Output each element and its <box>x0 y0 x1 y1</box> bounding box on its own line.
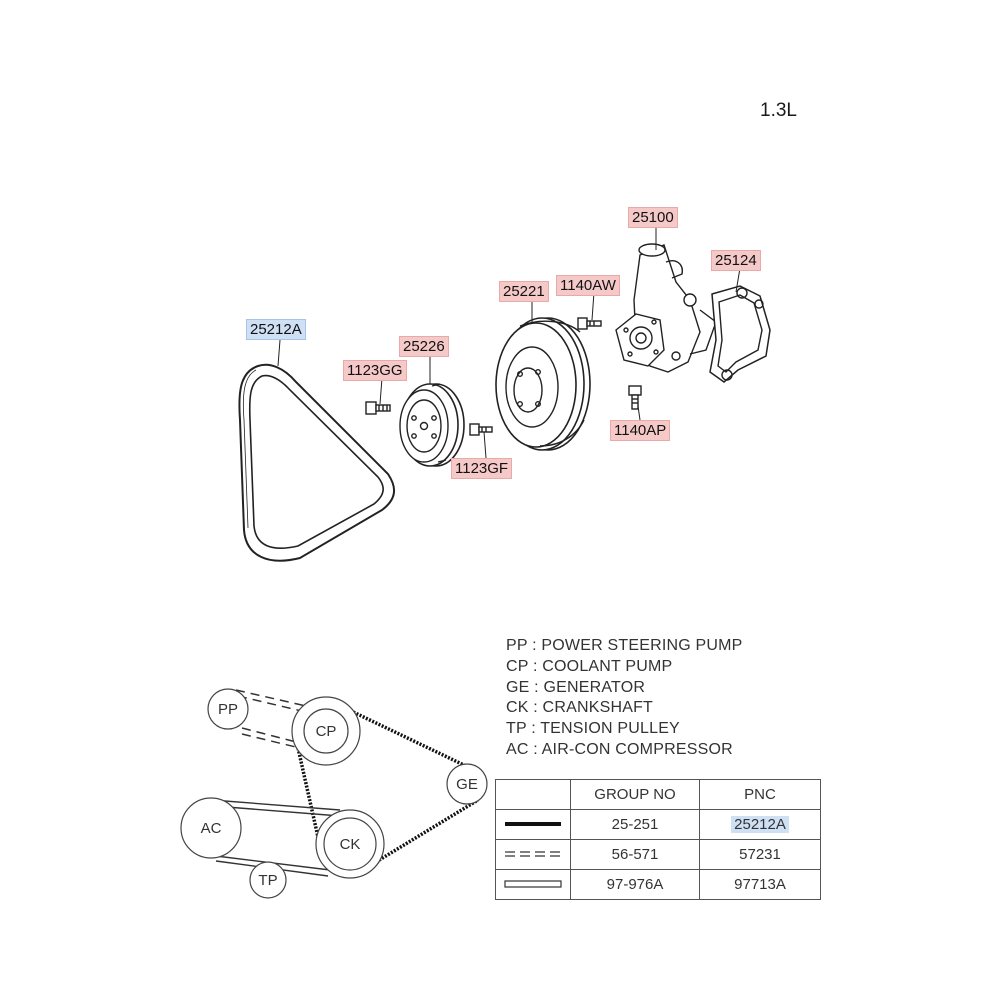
legend-item-cp: CP : COOLANT PUMP <box>506 657 673 675</box>
pp-label: PP <box>218 701 238 718</box>
solid-line-icon <box>505 822 561 826</box>
callout-1123gg[interactable]: 1123GG <box>343 360 407 381</box>
callout-25212a[interactable]: 25212A <box>246 319 306 340</box>
solid-belt-symbol <box>495 809 571 840</box>
table-cell-pnc: 97713A <box>699 869 821 900</box>
ac-label: AC <box>201 820 222 837</box>
tp-label: TP <box>258 872 277 889</box>
table-row: 56-571 57231 <box>495 839 821 870</box>
table-row: 97-976A 97713A <box>495 869 821 900</box>
cp-label: CP <box>316 723 337 740</box>
pp-pulley <box>207 688 249 730</box>
large-pulley-drawing <box>495 317 591 451</box>
table-header-symbol <box>495 779 571 810</box>
gasket-drawing <box>709 285 771 383</box>
table-cell-group: 25-251 <box>570 809 700 840</box>
callout-1140ap[interactable]: 1140AP <box>610 420 671 441</box>
small-pulley-drawing <box>399 383 465 467</box>
water-pump-drawing <box>615 243 728 373</box>
callout-25124[interactable]: 25124 <box>711 250 761 271</box>
table-header-pnc: PNC <box>699 779 821 810</box>
table-cell-group: 56-571 <box>570 839 700 870</box>
ge-label: GE <box>456 776 478 793</box>
belt-pnc-table: GROUP NO PNC 25-251 25212A 56-571 57231 … <box>495 779 821 900</box>
table-cell-pnc-link[interactable]: 25212A <box>731 816 789 833</box>
table-header-row: GROUP NO PNC <box>495 779 821 810</box>
callout-25226[interactable]: 25226 <box>399 336 449 357</box>
ck-pulley-inner <box>323 817 377 871</box>
legend-item-ck: CK : CRANKSHAFT <box>506 699 654 717</box>
callout-1140aw[interactable]: 1140AW <box>556 275 620 296</box>
belt-routing-schematic: PP CP GE AC CK TP <box>180 688 488 899</box>
ac-pulley <box>180 797 242 859</box>
engine-variant-label: 1.3L <box>760 100 797 121</box>
ge-pulley <box>446 763 488 805</box>
hollow-line-icon <box>504 880 562 888</box>
abbreviation-legend: PP : POWER STEERING PUMP CP : COOLANT PU… <box>506 636 743 761</box>
bolt-1123gf-drawing <box>469 423 493 436</box>
bolt-1140ap-drawing <box>628 385 642 410</box>
dashed-belt-symbol <box>495 839 571 870</box>
leader-lines <box>277 226 741 459</box>
callout-25100[interactable]: 25100 <box>628 207 678 228</box>
callout-1123gf[interactable]: 1123GF <box>451 458 513 479</box>
hollow-belt-symbol <box>495 869 571 900</box>
callout-25221[interactable]: 25221 <box>499 281 549 302</box>
dashed-line-icon <box>505 851 561 857</box>
table-cell-pnc: 57231 <box>699 839 821 870</box>
legend-item-pp: PP : POWER STEERING PUMP <box>506 637 743 654</box>
tp-pulley <box>249 861 287 899</box>
table-cell-group: 97-976A <box>570 869 700 900</box>
legend-item-ge: GE : GENERATOR <box>506 678 646 696</box>
cp-pulley-inner <box>303 708 349 754</box>
legend-item-tp: TP : TENSION PULLEY <box>506 720 680 738</box>
ck-label: CK <box>340 836 361 853</box>
table-row: 25-251 25212A <box>495 809 821 840</box>
table-header-group: GROUP NO <box>570 779 700 810</box>
legend-item-ac: AC : AIR-CON COMPRESSOR <box>506 740 733 758</box>
bolt-1123gg-drawing <box>365 401 391 415</box>
bolt-1140aw-drawing <box>577 317 602 330</box>
v-belt-drawing <box>238 363 395 562</box>
